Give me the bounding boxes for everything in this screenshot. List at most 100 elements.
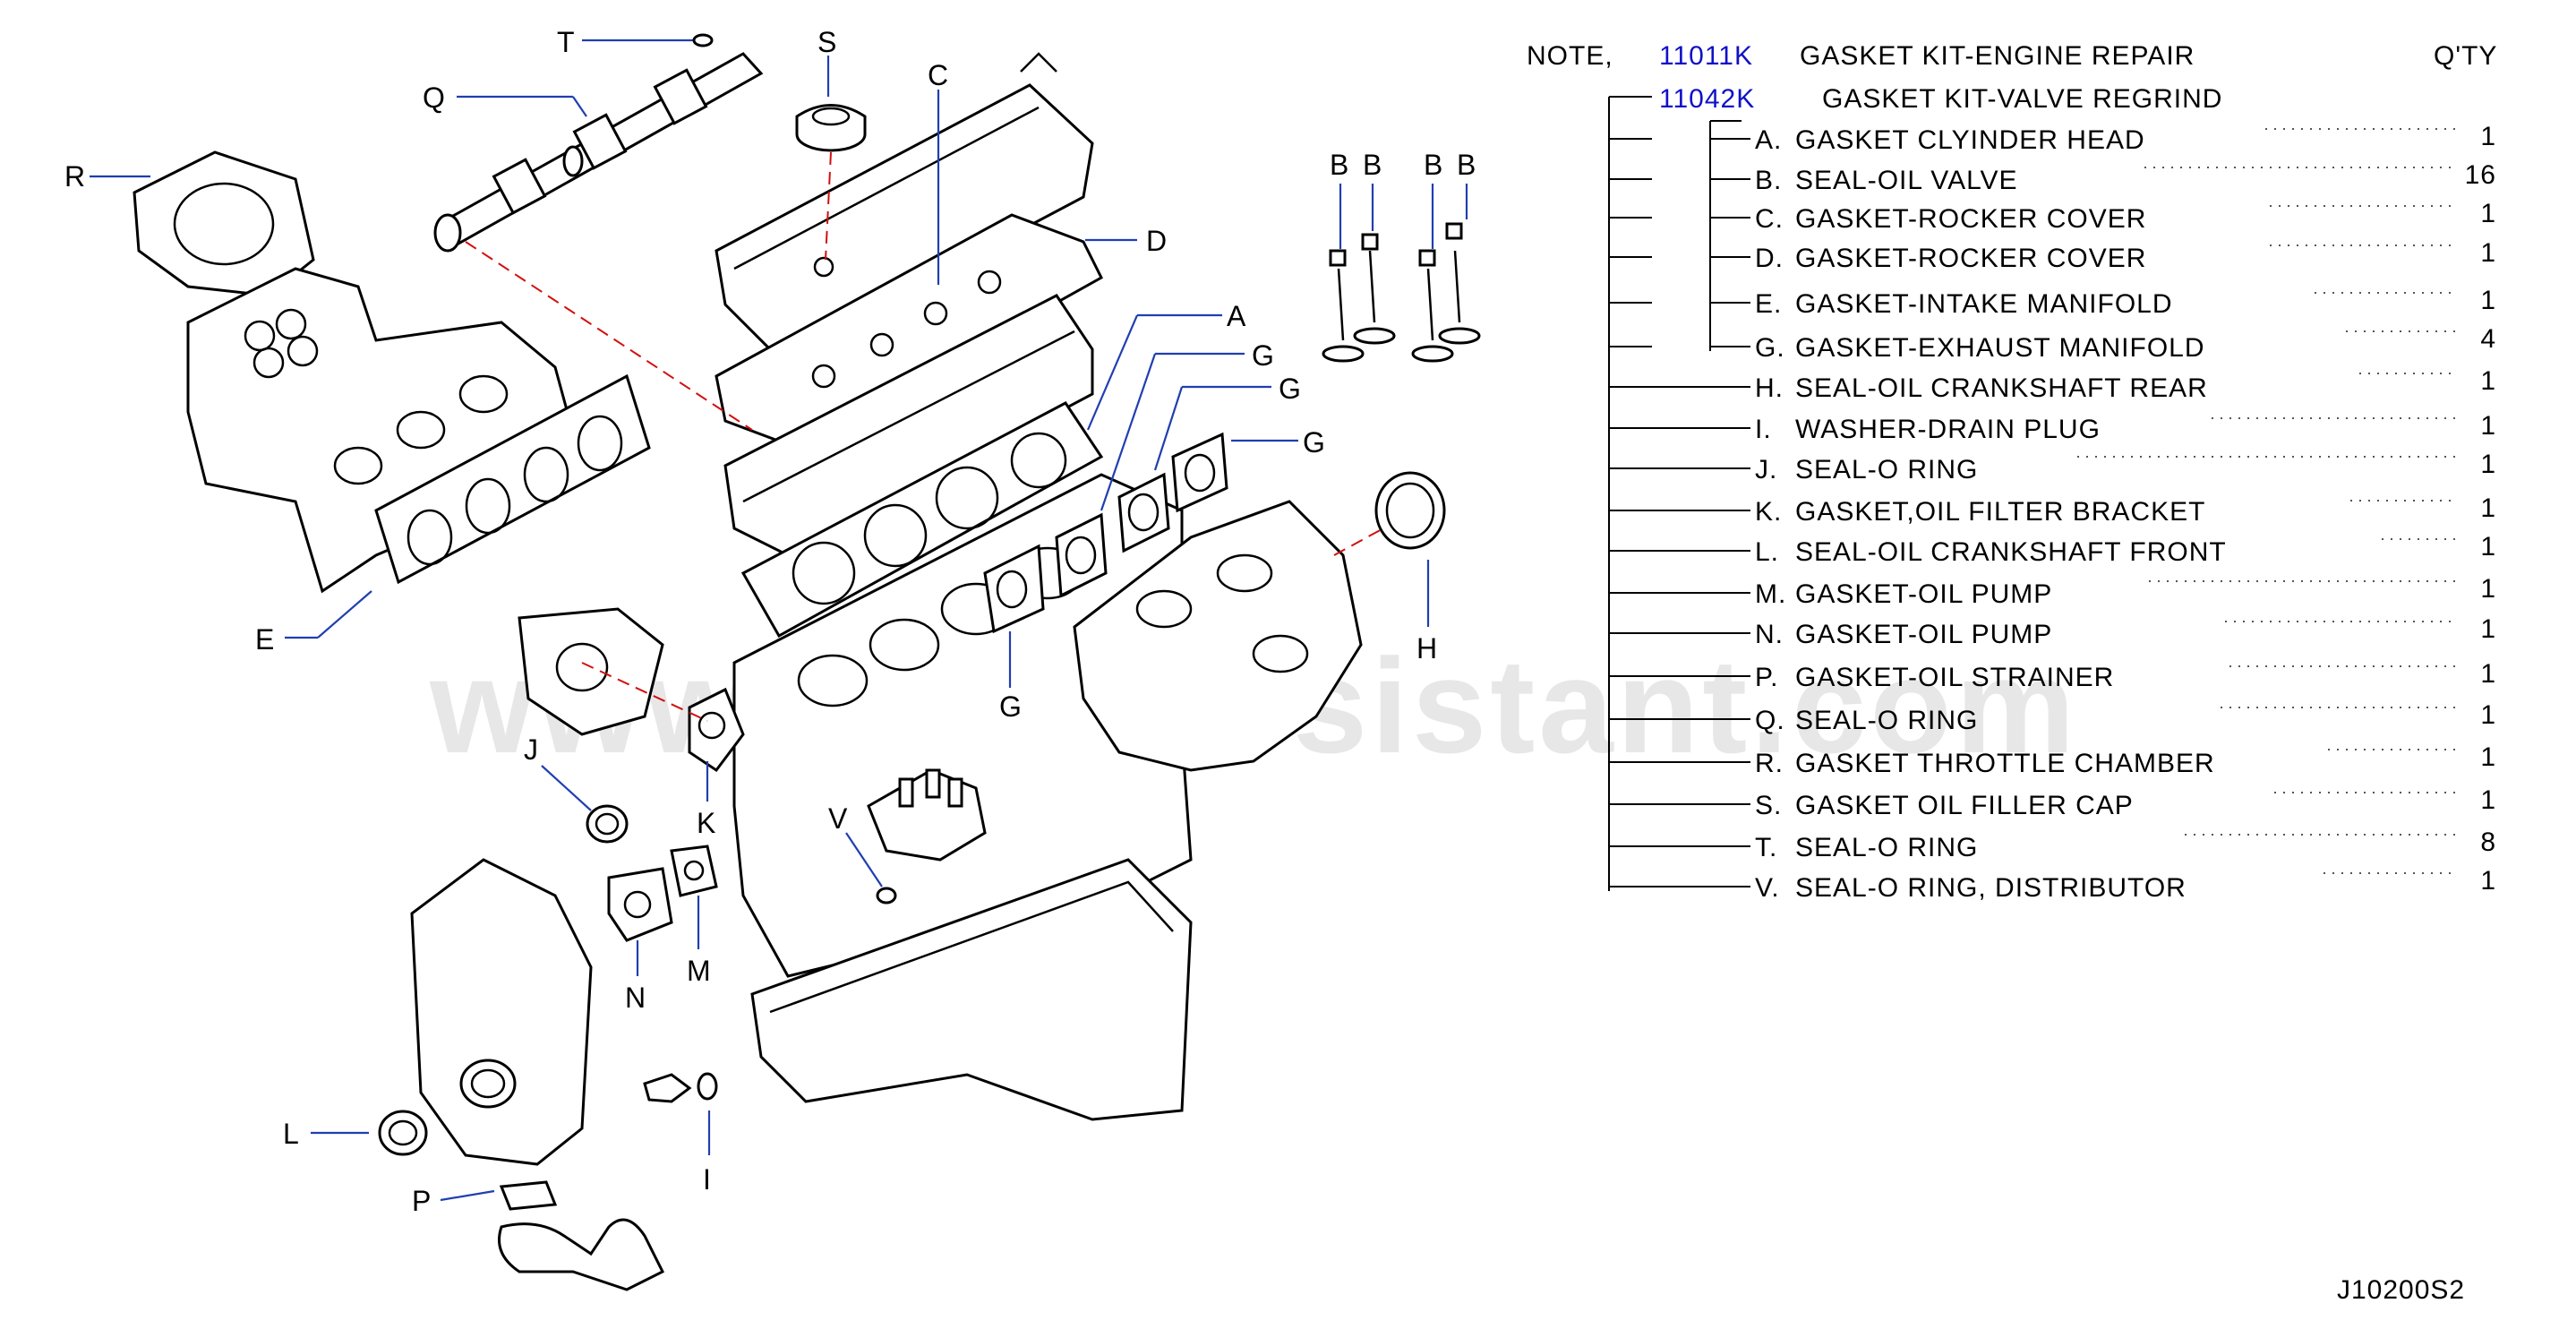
- legend-item-qty: 1: [2480, 493, 2496, 523]
- rear-crankshaft-seal: [1374, 471, 1446, 550]
- oil-pump-gaskets: [607, 845, 718, 942]
- legend-item-letter: Q.: [1755, 706, 1785, 735]
- legend-item-qty: 4: [2480, 324, 2496, 354]
- callout-l: L: [283, 1118, 299, 1150]
- callout-g-1: G: [1252, 339, 1274, 372]
- legend-item-qty: 1: [2480, 366, 2496, 396]
- legend-item-letter: H.: [1755, 373, 1784, 403]
- callout-e: E: [255, 623, 274, 656]
- callout-k: K: [697, 807, 715, 839]
- legend-item-name: GASKET CLYINDER HEAD: [1795, 125, 2145, 155]
- legend-item-qty: 1: [2480, 532, 2496, 562]
- legend-item-qty: 1: [2480, 411, 2496, 441]
- callout-s: S: [817, 26, 836, 58]
- callout-q: Q: [423, 81, 445, 114]
- legend-item-qty: 1: [2480, 122, 2496, 151]
- legend-item-letter: V.: [1755, 873, 1780, 903]
- valves: [1322, 222, 1481, 363]
- legend-item-letter: C.: [1755, 204, 1784, 234]
- kit-name-valve: GASKET KIT-VALVE REGRIND: [1822, 84, 2222, 114]
- legend-item-letter: D.: [1755, 244, 1784, 273]
- legend-item-letter: R.: [1755, 749, 1784, 778]
- rocker-cover-gasket: [715, 213, 1103, 450]
- kit-name-engine: GASKET KIT-ENGINE REPAIR: [1800, 41, 2195, 71]
- exhaust-manifold: [1073, 500, 1363, 772]
- oil-filter-bracket: [518, 607, 745, 773]
- legend-item-name: GASKET-OIL PUMP: [1795, 620, 2052, 649]
- legend-item-letter: L.: [1755, 537, 1779, 567]
- legend-item-name: GASKET-ROCKER COVER: [1795, 204, 2146, 234]
- o-ring-j: [586, 804, 629, 844]
- legend-item-qty: 1: [2480, 742, 2496, 772]
- callout-j: J: [524, 733, 538, 766]
- legend-item-qty: 1: [2480, 700, 2496, 730]
- legend-item-letter: T.: [1755, 833, 1777, 862]
- legend-item-letter: E.: [1755, 289, 1782, 319]
- legend-item-qty: 1: [2480, 238, 2496, 268]
- legend-item-qty: 8: [2480, 827, 2496, 857]
- legend-item-letter: A.: [1755, 125, 1782, 155]
- legend-item-name: GASKET-INTAKE MANIFOLD: [1795, 289, 2173, 319]
- callout-n: N: [625, 982, 646, 1014]
- legend-item-name: GASKET,OIL FILTER BRACKET: [1795, 497, 2205, 527]
- callout-h: H: [1416, 632, 1437, 664]
- legend-item-name: SEAL-O RING: [1795, 833, 1978, 862]
- front-crankshaft-seal: [378, 1110, 428, 1156]
- kit-code-engine: 11011K: [1659, 41, 1753, 71]
- legend-item-letter: P.: [1755, 663, 1778, 692]
- legend-item-name: SEAL-O RING: [1795, 706, 1978, 735]
- oil-strainer: [498, 1180, 665, 1291]
- legend-item-name: WASHER-DRAIN PLUG: [1795, 415, 2101, 444]
- exhaust-manifold-gaskets: [983, 432, 1228, 634]
- legend-item-name: SEAL-O RING, DISTRIBUTOR: [1795, 873, 2187, 903]
- legend-item-name: SEAL-OIL VALVE: [1795, 166, 2018, 195]
- legend-item-name: SEAL-OIL CRANKSHAFT FRONT: [1795, 537, 2227, 567]
- legend-item-letter: N.: [1755, 620, 1784, 649]
- callout-r: R: [64, 160, 85, 193]
- callout-b-4: B: [1457, 149, 1476, 181]
- kit-code-valve: 11042K: [1659, 84, 1755, 114]
- legend-item-name: GASKET-OIL PUMP: [1795, 579, 2052, 609]
- parts-legend: NOTE, 11011K GASKET KIT-ENGINE REPAIR Q'…: [1527, 41, 2497, 1305]
- legend-item-name: GASKET THROTTLE CHAMBER: [1795, 749, 2215, 778]
- legend-item-letter: J.: [1755, 455, 1777, 484]
- legend-item-letter: M.: [1755, 579, 1786, 609]
- front-cover: [410, 858, 593, 1166]
- legend-item-letter: G.: [1755, 333, 1785, 363]
- legend-item-letter: I.: [1755, 415, 1772, 444]
- legend-item-qty: 1: [2480, 614, 2496, 644]
- callout-i: I: [703, 1163, 711, 1196]
- note-label: NOTE,: [1527, 41, 1613, 71]
- legend-item-name: SEAL-OIL CRANKSHAFT REAR: [1795, 373, 2208, 403]
- legend-item-qty: 16: [2465, 160, 2496, 190]
- drain-plug: [643, 1072, 718, 1103]
- legend-item-name: GASKET-EXHAUST MANIFOLD: [1795, 333, 2205, 363]
- callout-g-2: G: [1279, 373, 1301, 405]
- legend-item-name: GASKET-ROCKER COVER: [1795, 244, 2146, 273]
- legend-item-qty: 1: [2480, 199, 2496, 228]
- legend-item-letter: K.: [1755, 497, 1782, 527]
- legend-item-qty: 1: [2480, 574, 2496, 604]
- callout-m: M: [687, 955, 711, 987]
- callouts: T S Q C R D B B B B A G G G G: [64, 26, 1476, 1217]
- legend-item-qty: 1: [2480, 866, 2496, 896]
- intake-manifold-gasket: [374, 373, 651, 585]
- legend-item-qty: 1: [2480, 785, 2496, 815]
- oil-pan: [750, 858, 1193, 1121]
- callout-b-2: B: [1363, 149, 1382, 181]
- callout-d: D: [1146, 225, 1167, 257]
- figure-code: J10200S2: [2337, 1275, 2465, 1305]
- cylinder-head: [723, 294, 1094, 557]
- cylinder-head-gasket: [740, 401, 1104, 639]
- qty-header: Q'TY: [2434, 41, 2497, 71]
- callout-b-3: B: [1424, 149, 1442, 181]
- legend-item-qty: 1: [2480, 286, 2496, 315]
- callout-a: A: [1227, 300, 1246, 332]
- legend-item-name: SEAL-O RING: [1795, 455, 1978, 484]
- callout-g-4: G: [999, 690, 1022, 723]
- legend-item-letter: B.: [1755, 166, 1782, 195]
- callout-v: V: [828, 802, 848, 835]
- rocker-cover: [715, 52, 1094, 360]
- legend-item-name: GASKET OIL FILLER CAP: [1795, 791, 2134, 820]
